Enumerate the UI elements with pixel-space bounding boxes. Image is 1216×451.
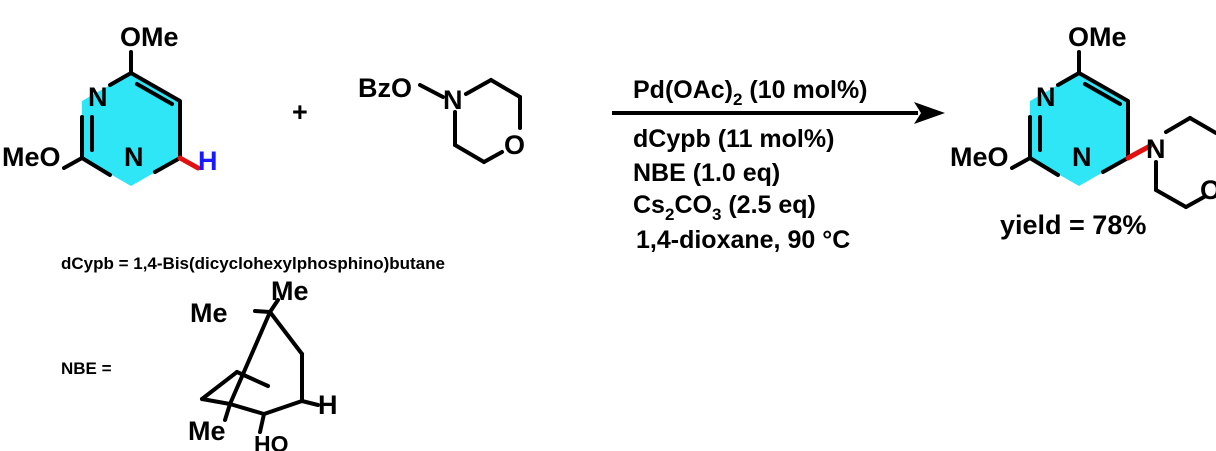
reactant2-o-atom: O	[504, 130, 525, 160]
product-n-lower: N	[1072, 142, 1092, 172]
condition-base: Cs2CO3 (2.5 eq)	[633, 191, 816, 224]
product-yield: yield = 78%	[1000, 210, 1146, 240]
condition-ligand: dCypb (11 mol%)	[633, 125, 834, 153]
nbe-me-bottom: Me	[188, 416, 226, 446]
nbe-me-top: Me	[271, 276, 309, 306]
nbe-h-atom: H	[318, 390, 338, 420]
reactant-aminating-agent: BzO N O	[358, 73, 525, 164]
reactant2-bzo-label: BzO	[358, 73, 412, 103]
product-n-upper: N	[1036, 82, 1056, 112]
reaction-conditions: Pd(OAc)2 (10 mol%) dCypb (11 mol%) NBE (…	[633, 76, 868, 254]
reactant2-n-atom: N	[443, 85, 463, 115]
product-morpholine-o: O	[1200, 175, 1216, 205]
product-aminopyrimidine: OMe N N MeO N O yield = 78%	[950, 22, 1216, 240]
reactant1-n-upper: N	[88, 82, 108, 112]
reactant1-meo-label: MeO	[2, 142, 61, 172]
reaction-arrow	[612, 102, 945, 124]
condition-solvent: 1,4-dioxane, 90 °C	[636, 226, 850, 254]
plus-sign: +	[292, 97, 308, 127]
dcypb-definition: dCypb = 1,4-Bis(dicyclohexylphosphino)bu…	[61, 254, 445, 273]
pyrimidine-ring-fill	[82, 73, 180, 186]
nbe-me-left: Me	[190, 298, 228, 328]
product-morpholine-n: N	[1146, 134, 1166, 164]
condition-catalyst: Pd(OAc)2 (10 mol%)	[633, 76, 868, 109]
nbe-structure: Me Me H Me HO	[188, 276, 338, 451]
product-meo-label: MeO	[950, 142, 1009, 172]
reactant1-h-atom: H	[198, 146, 218, 176]
reactant-pyrimidine: OMe N N MeO H	[2, 22, 218, 186]
reactant1-n-lower: N	[124, 142, 144, 172]
reactant1-ome-label: OMe	[120, 22, 179, 52]
product-ring-fill	[1030, 73, 1128, 186]
condition-additive: NBE (1.0 eq)	[633, 159, 780, 187]
nbe-label: NBE =	[61, 359, 112, 378]
nbe-ho-label: HO	[254, 431, 289, 451]
product-ome-label: OMe	[1068, 22, 1127, 52]
